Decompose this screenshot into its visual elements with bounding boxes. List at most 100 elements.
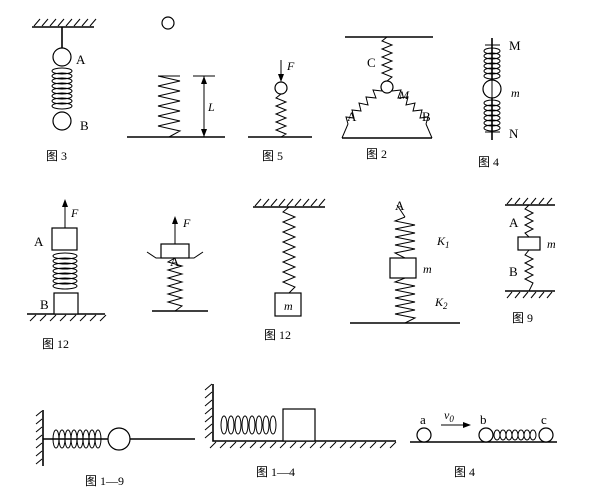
figure-collision-a-b-c: a v0 b c 图 4: [410, 408, 557, 479]
caption-fig-3a: 图 3: [46, 149, 67, 163]
label-k2: K2: [434, 295, 448, 311]
ball: [274, 81, 288, 95]
caption-fig-4a: 图 4: [478, 155, 499, 169]
label-b: b: [480, 412, 487, 427]
ceiling-hatch: [254, 198, 326, 207]
figure-series-springs: A K1 m K2: [350, 198, 460, 324]
spring-c: [380, 36, 394, 82]
mass-block: [274, 292, 302, 317]
ceiling-hatch: [506, 197, 553, 205]
floor-hatch: [209, 441, 397, 449]
label-m: M: [398, 88, 410, 102]
figure-hanging-mass: m 图 12: [253, 198, 326, 342]
caption-fig-9: 图 9: [512, 311, 533, 325]
block: [282, 408, 316, 442]
caption-fig-12b: 图 12: [264, 328, 291, 342]
dim-arrow-up: [201, 76, 207, 84]
wall-floor: [212, 384, 396, 442]
block-a: [51, 227, 78, 251]
coil-spring: [52, 429, 102, 449]
label-k1: K1: [436, 234, 450, 250]
label-b: B: [422, 109, 431, 124]
caption-fig-12a: 图 12: [42, 337, 69, 351]
coil-spring: [493, 429, 537, 441]
force-arrow-head: [62, 199, 68, 207]
spring-a-end: [341, 123, 349, 139]
spring-b: [523, 249, 535, 292]
label-a: A: [170, 254, 180, 269]
label-mass: m: [547, 237, 556, 251]
falling-ball: [161, 16, 175, 30]
coil-spring: [52, 252, 78, 290]
figure-ball-drop-spring: L: [127, 16, 225, 138]
figure-plate-spring: F A: [146, 216, 208, 312]
label-top: M: [509, 38, 521, 53]
label-mass: m: [511, 86, 520, 100]
figure-mass-between-springs: A m B 图 9: [505, 197, 556, 325]
ball-b: [478, 427, 494, 443]
spring-zigzag: [281, 206, 297, 294]
caption-fig-5: 图 5: [262, 149, 283, 163]
force-arrow-head: [172, 216, 178, 224]
label-b: B: [80, 118, 89, 133]
wall-hatch: [35, 410, 43, 465]
label-a: A: [509, 215, 519, 230]
ground-hatch: [29, 314, 107, 322]
label-mass: m: [423, 262, 432, 276]
label-a: A: [76, 52, 86, 67]
label-a: A: [34, 234, 44, 249]
velocity-arrow-head: [463, 422, 471, 428]
ball-a: [416, 427, 432, 443]
ball-a: [52, 47, 72, 67]
spring-k2: [393, 277, 417, 324]
mass-block: [389, 257, 417, 279]
label-b: B: [509, 264, 518, 279]
label-force: F: [286, 59, 295, 73]
spring-a: [345, 89, 383, 125]
caption-fig-1-9: 图 1—9: [85, 474, 124, 488]
spring-b-end: [425, 123, 433, 139]
ceiling-hatch: [33, 18, 97, 27]
spring-zigzag: [166, 257, 184, 312]
wall-hatch: [204, 383, 213, 439]
ball-m: [380, 80, 394, 94]
dim-arrow-down: [201, 129, 207, 137]
figure-corner-spring-block: 图 1—4: [204, 383, 397, 479]
spring-k1: [393, 216, 416, 259]
ball-c: [538, 427, 554, 443]
figure-three-springs: C M A B 图 2: [341, 36, 433, 161]
coil-spring: [220, 415, 277, 435]
label-a: a: [420, 412, 426, 427]
label-velocity: v0: [444, 408, 454, 424]
upper-spring: [483, 47, 501, 80]
label-force: F: [182, 216, 191, 230]
figure-hanging-balls: A B 图 3: [32, 18, 97, 163]
block-b: [53, 292, 79, 315]
ball-b: [52, 111, 72, 131]
label-mass: m: [284, 299, 293, 313]
spring: [51, 67, 73, 110]
figure-two-blocks-coil: F A B 图 12: [27, 199, 107, 351]
figure-vertical-rod: M m N 图 4: [478, 38, 521, 169]
label-c: C: [367, 55, 376, 70]
label-a: A: [395, 198, 405, 213]
figure-wall-spring-ball: 图 1—9: [35, 410, 195, 488]
caption-fig-4b: 图 4: [454, 465, 475, 479]
label-a: A: [347, 109, 357, 124]
ball: [107, 427, 131, 451]
figure-force-on-spring: F 图 5: [248, 59, 312, 163]
floor-hatch: [506, 291, 553, 299]
caption-fig-1-4: 图 1—4: [256, 465, 295, 479]
mass-block: [517, 236, 541, 251]
force-arrow-head: [278, 74, 284, 82]
lower-spring: [483, 99, 501, 132]
label-b: B: [40, 297, 49, 312]
top-end: [396, 204, 406, 218]
spring-a: [523, 204, 535, 238]
label-bottom: N: [509, 126, 519, 141]
label-c: c: [541, 412, 547, 427]
spring-zigzag: [157, 75, 182, 138]
label-force: F: [70, 206, 79, 220]
